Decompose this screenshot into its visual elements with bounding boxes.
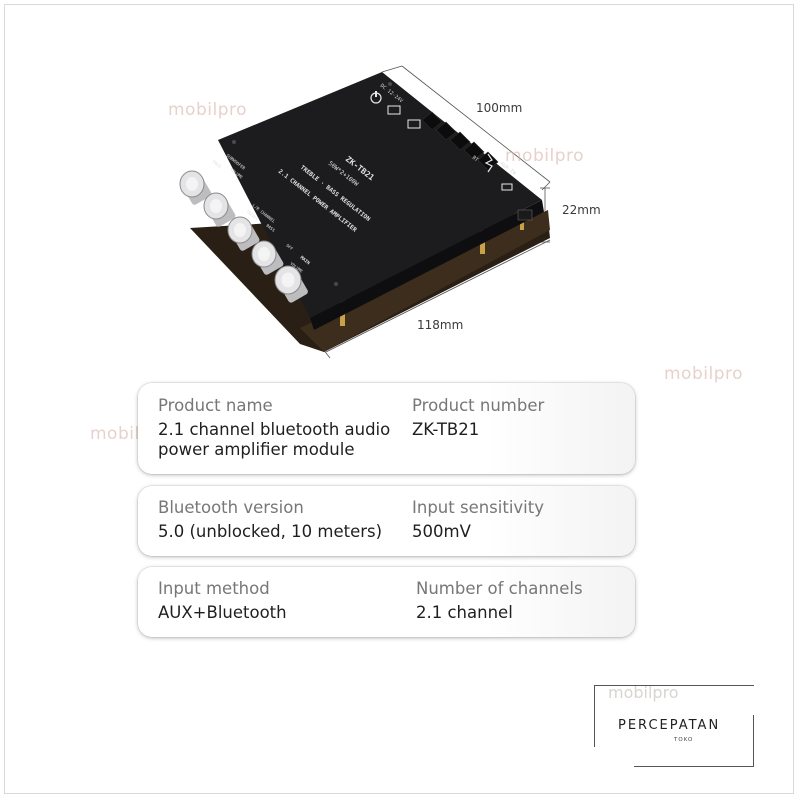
spec-input-sensitivity: Input sensitivity 500mV: [412, 498, 544, 542]
spec-card-bluetooth: Bluetooth version 5.0 (unblocked, 10 met…: [138, 486, 635, 556]
logo-border: [634, 766, 754, 767]
knobs: [179, 170, 308, 303]
heatsink: [421, 111, 499, 171]
watermark: mobilpro: [505, 146, 585, 166]
main-label: MAIN: [299, 255, 311, 267]
logo-watermark: mobilpro: [608, 683, 679, 702]
spec-bluetooth-version: Bluetooth version 5.0 (unblocked, 10 met…: [158, 498, 382, 542]
off-label: OFF: [285, 243, 294, 252]
spec-card-input: Input method AUX+Bluetooth Number of cha…: [138, 567, 635, 637]
spec-label: Bluetooth version: [158, 498, 304, 517]
amplifier-board-image: DC 12-24V AUX IN BT ZK-TB21 50W*2+100W T…: [179, 65, 551, 359]
spec-label: Number of channels: [416, 579, 583, 598]
knob-main-volume: [274, 265, 308, 303]
spec-label: Product name: [158, 396, 273, 415]
page-frame: [4, 4, 794, 794]
spec-card-product: Product name 2.1 channel bluetooth audio…: [138, 383, 635, 474]
knob-treble: [227, 216, 260, 251]
brand-logo: mobilpro PERCEPATAN TOKO: [594, 683, 764, 767]
logo-border: [594, 685, 595, 747]
knob-bass: [251, 240, 284, 275]
panel-side: [310, 200, 544, 330]
logo-border: [753, 715, 754, 767]
knob-sub-volume: [203, 192, 236, 227]
panel-top: [218, 72, 542, 318]
dimension-depth: 100mm: [476, 101, 523, 115]
spec-input-method: Input method AUX+Bluetooth: [158, 579, 287, 623]
brand-sub: TOKO: [674, 737, 694, 743]
spec-value: 500mV: [412, 522, 471, 541]
spec-label: Input method: [158, 579, 270, 598]
spec-value: 2.1 channel bluetooth audio power amplif…: [158, 420, 391, 459]
brand-name: PERCEPATAN: [618, 718, 721, 733]
spec-label: Product number: [412, 396, 545, 415]
logo-border: [594, 685, 754, 686]
dimension-height: 22mm: [562, 203, 601, 217]
bt-label: BT: [471, 155, 479, 163]
spec-number-of-channels: Number of channels 2.1 channel: [416, 579, 583, 623]
spec-value: AUX+Bluetooth: [158, 603, 287, 622]
panel-icons: [370, 91, 513, 191]
knob-freq: [179, 170, 212, 205]
spec-value: 5.0 (unblocked, 10 meters): [158, 522, 383, 541]
screw: [232, 140, 236, 144]
screw: [334, 282, 338, 286]
dimension-width: 118mm: [417, 318, 464, 332]
bass-label: BASS: [265, 223, 276, 233]
watermark: mobilpro: [168, 100, 248, 120]
spec-product-number: Product number ZK-TB21: [412, 396, 544, 440]
screw: [388, 82, 392, 86]
spec-product-name: Product name 2.1 channel bluetooth audio…: [158, 396, 398, 460]
freq-label: FREQ: [211, 159, 222, 169]
spec-value: ZK-TB21: [412, 420, 480, 439]
spec-label: Input sensitivity: [412, 498, 544, 517]
watermark: mobilpro: [664, 364, 744, 384]
spec-value: 2.1 channel: [416, 603, 513, 622]
aux-connector: [517, 209, 533, 221]
